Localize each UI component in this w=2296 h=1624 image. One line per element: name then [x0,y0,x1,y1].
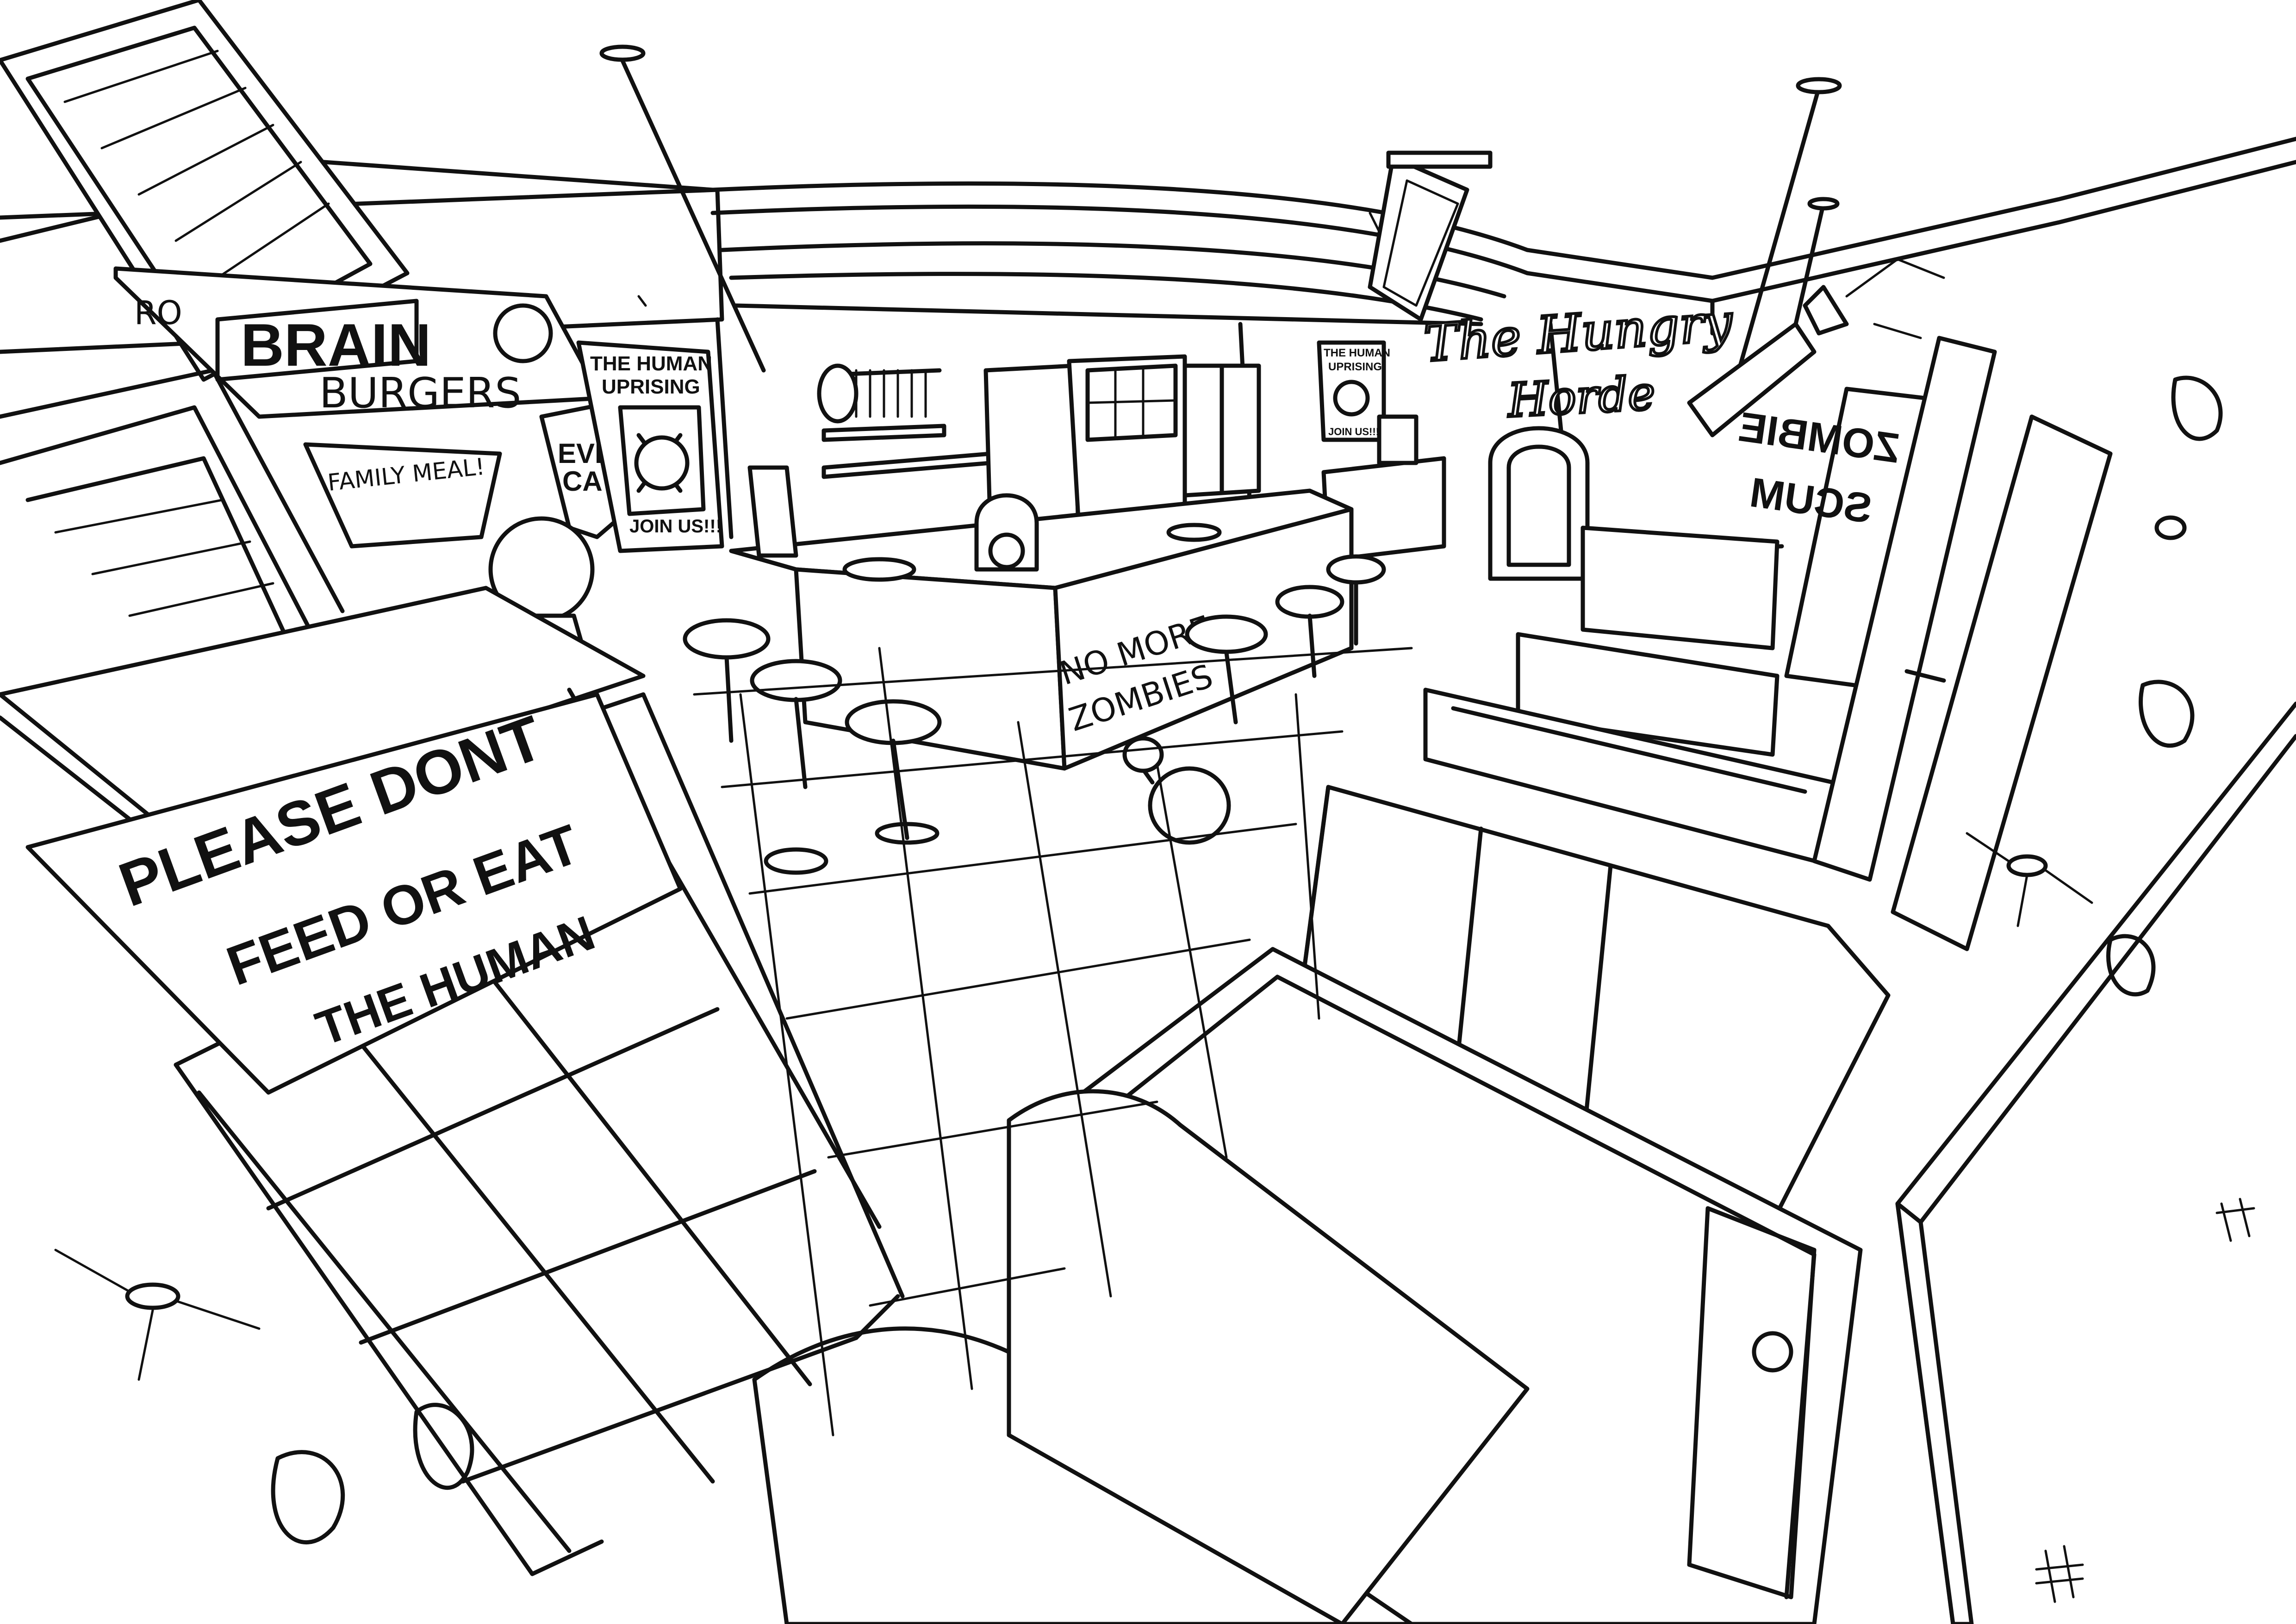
restaurant-name-sign: The Hungry Horde [1421,291,1736,429]
brain-sign-prefix: RO [134,294,182,332]
poster-title-1: THE HUMAN [590,352,712,375]
small-poster-title-1: THE HUMAN [1324,347,1390,359]
right-wall [1895,701,2296,1624]
poster-title-2: UPRISING [602,375,700,398]
brain-burgers-sign: BRAIN BURGERS RO [113,266,604,419]
family-meal-sign: FAMILY MEAL! [303,442,502,549]
wall-damage [54,258,2255,1603]
small-uprising-poster: THE HUMAN UPRISING JOIN US!!! [1317,340,1390,442]
jukebox [1488,426,1590,581]
brain-sign-title: BRAIN [241,311,431,379]
checkered-floor [693,647,1413,1437]
restaurant-name-line-1: The Hungry [1422,293,1735,373]
human-uprising-poster: THE HUMAN UPRISING JOIN US!!! [576,340,724,553]
partial-sign-text-2: CA [562,466,603,497]
front-booth [752,785,1891,1624]
brain-sign-subtitle: BURGERS [319,369,521,418]
small-poster-footer: JOIN US!!! [1328,426,1379,437]
small-poster-title-2: UPRISING [1328,361,1382,373]
poster-footer: JOIN US!!! [629,516,722,537]
fallen-stool [1122,736,1231,845]
kitchen-back [817,354,1446,562]
hanging-lamps [599,44,1842,437]
right-window-frame [1812,336,2113,951]
center-ceiling-vent [1368,150,1493,322]
diner-counter: NO MORE ZOMBIES [729,465,1354,771]
restaurant-name-line-2: Horde [1506,366,1656,428]
back-booth [1423,525,1835,868]
